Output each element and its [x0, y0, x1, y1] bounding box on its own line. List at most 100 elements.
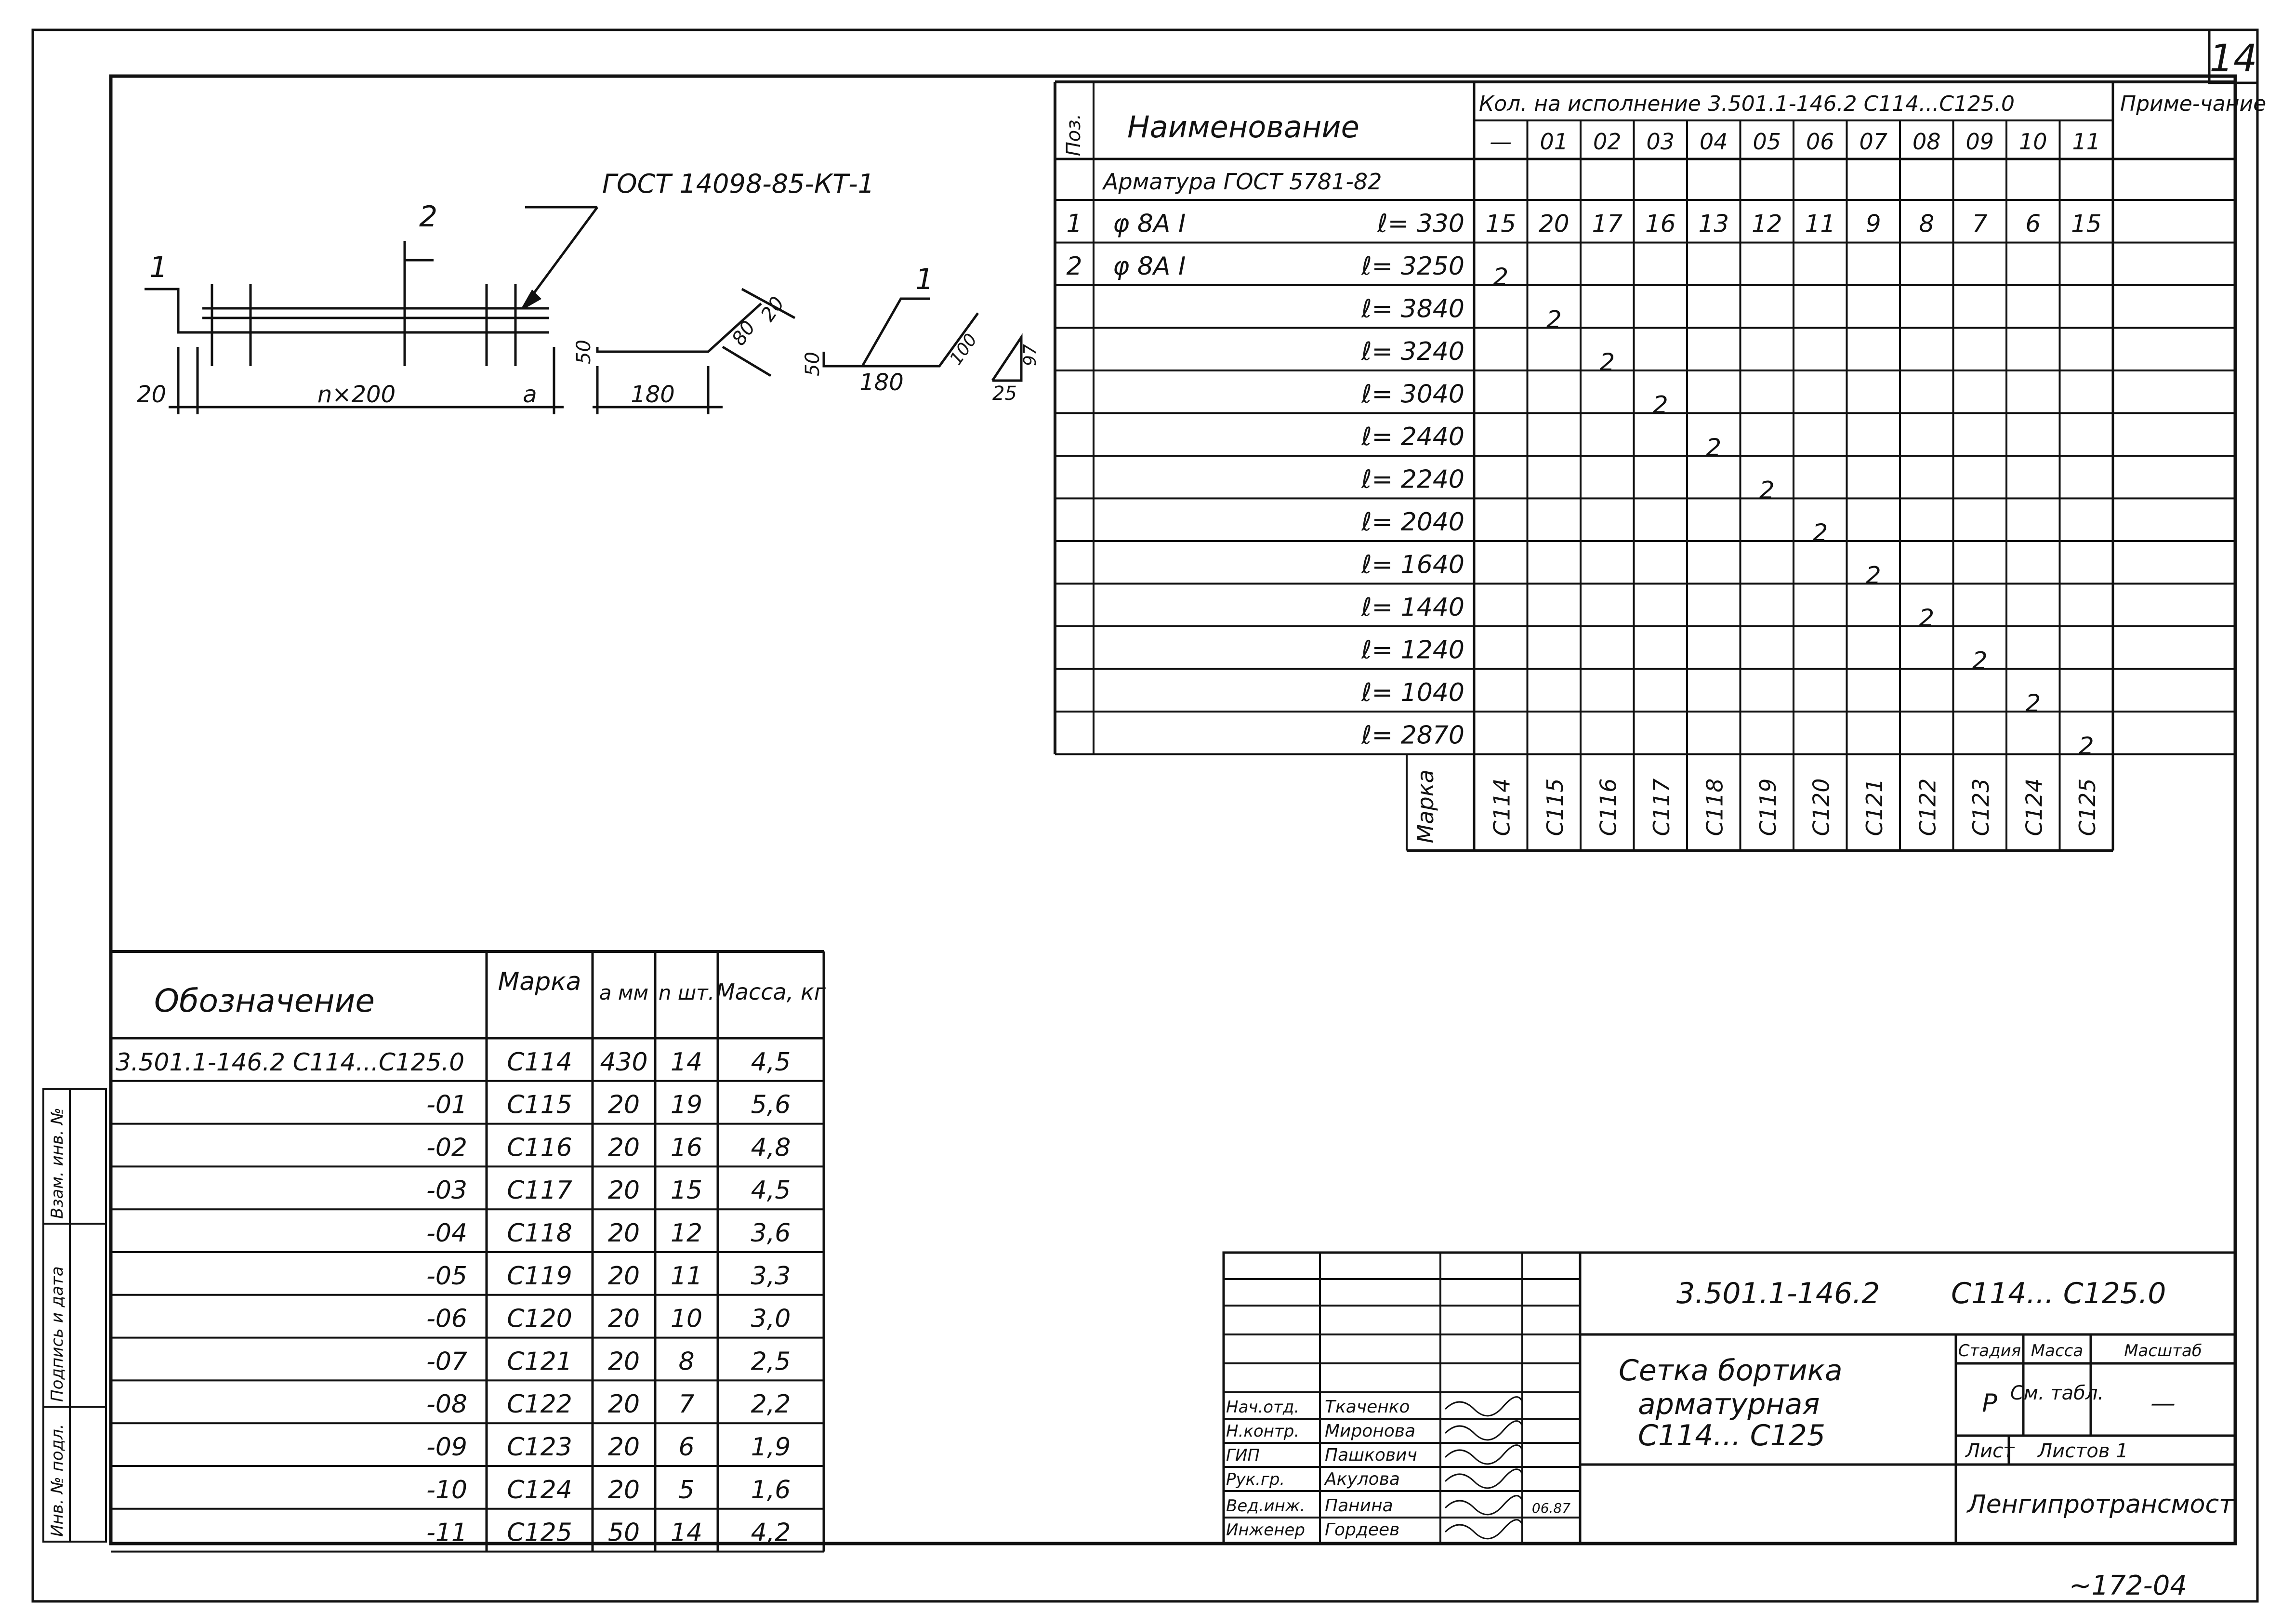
sign-date: 06.87: [1532, 1500, 1570, 1516]
des-row-1: -01: [426, 1091, 467, 1120]
des-mark-10: С124: [507, 1476, 572, 1505]
mark-3: С117: [1649, 779, 1675, 836]
title-block-text: 3.501.1-146.2 С114... С125.0 Сетка борти…: [1532, 1277, 2234, 1519]
dim-20b: 20: [757, 293, 789, 326]
des-row-8: -08: [426, 1390, 467, 1419]
des-mark-6: С120: [507, 1305, 572, 1334]
corner-code: ~172-04: [2069, 1570, 2187, 1601]
title-block: [1222, 1251, 2237, 1545]
side-stamp-2: Подпись и дата: [48, 1266, 67, 1402]
mark-1: С115: [1542, 779, 1568, 836]
qty-0-7: 9: [1866, 210, 1881, 238]
dim-50: 50: [573, 340, 595, 364]
header-pos: Поз.: [1063, 114, 1085, 157]
qty-0-8: 8: [1919, 210, 1934, 238]
doc-code: 3.501.1-146.2: [1676, 1277, 1880, 1310]
rebar-sketch: [145, 206, 1023, 414]
signer-role-0: Нач.отд.: [1226, 1398, 1299, 1417]
dim2-50: 50: [802, 352, 824, 376]
mark-2: С116: [1595, 779, 1621, 836]
qty-2-1: 2: [1546, 306, 1562, 334]
des-a-4: 20: [608, 1219, 640, 1248]
des-a-6: 20: [608, 1305, 640, 1334]
side-stamp: [42, 1088, 107, 1543]
des-a-8: 20: [608, 1390, 640, 1419]
qty-0-5: 12: [1752, 210, 1782, 238]
signer-name-2: Пашкович: [1325, 1445, 1417, 1465]
des-row-10: -10: [426, 1476, 467, 1505]
des-a-1: 20: [608, 1091, 640, 1120]
signer-role-5: Инженер: [1226, 1520, 1305, 1540]
variant-9: 09: [1965, 129, 1994, 155]
gost-label: ГОСТ 14098-85-КТ-1: [602, 169, 874, 199]
des-a-3: 20: [608, 1176, 640, 1205]
row-len-8: ℓ= 1640: [1361, 551, 1464, 580]
des-h-3: n шт.: [659, 981, 714, 1004]
row-len-6: ℓ= 2240: [1361, 465, 1464, 494]
qty-0-9: 7: [1972, 210, 1988, 238]
des-mark-8: С122: [507, 1390, 572, 1419]
signature-5: [1444, 1519, 1523, 1540]
row-len-4: ℓ= 3040: [1361, 380, 1464, 409]
des-mass-10: 1,6: [751, 1476, 791, 1505]
des-h-1: Марка: [498, 967, 581, 996]
row-len-0: ℓ= 330: [1377, 210, 1464, 238]
qty-10-9: 2: [1972, 647, 1988, 675]
des-mass-8: 2,2: [751, 1390, 791, 1419]
signer-role-4: Вед.инж.: [1226, 1496, 1305, 1516]
des-mass-2: 4,8: [751, 1133, 791, 1162]
signer-role-1: Н.контр.: [1226, 1422, 1299, 1441]
header-name: Наименование: [1127, 109, 1359, 145]
des-n-8: 7: [678, 1390, 694, 1419]
des-a-0: 430: [600, 1048, 647, 1077]
variant-4: 04: [1700, 129, 1728, 155]
row-len-7: ℓ= 2040: [1361, 508, 1464, 537]
mark-10: С124: [2021, 779, 2047, 836]
designation-table: [111, 950, 825, 1553]
des-h-0: Обозначение: [154, 982, 375, 1019]
des-mass-5: 3,3: [751, 1262, 791, 1291]
qty-5-4: 2: [1706, 434, 1721, 462]
des-a-10: 20: [608, 1476, 640, 1505]
mass-header: Масса: [2031, 1341, 2083, 1360]
sheet-number: 14: [2209, 37, 2257, 80]
mark-5: С119: [1755, 779, 1781, 836]
des-n-3: 15: [671, 1176, 702, 1205]
des-a-7: 20: [608, 1347, 640, 1376]
row-len-3: ℓ= 3240: [1361, 337, 1464, 366]
des-row-11: -11: [426, 1518, 467, 1547]
qty-0-4: 13: [1698, 210, 1729, 238]
spec-table: [1054, 80, 2237, 852]
dim-a: a: [523, 381, 537, 408]
des-n-1: 19: [671, 1091, 702, 1120]
signer-name-3: Акулова: [1324, 1469, 1400, 1489]
callout-2: 2: [419, 200, 437, 234]
stage-value: Р: [1982, 1389, 1997, 1418]
row-pos-0: 1: [1066, 210, 1082, 238]
qty-0-3: 16: [1645, 210, 1676, 238]
des-n-5: 11: [671, 1262, 702, 1291]
des-row-4: -04: [426, 1219, 467, 1248]
variant-11: 11: [2072, 129, 2100, 155]
mark-11: С125: [2074, 779, 2100, 836]
dim-20: 20: [137, 381, 166, 408]
stage-header: Стадия: [1958, 1341, 2021, 1360]
mark-9: С123: [1968, 779, 1994, 836]
sketch-labels: ГОСТ 14098-85-КТ-1 1 2 1 20 n×200 a 50 1…: [137, 169, 1040, 408]
des-mark-5: С119: [507, 1262, 572, 1291]
row-name-1: φ 8А I: [1113, 252, 1186, 281]
side-stamp-3: Инв. № подл.: [48, 1424, 67, 1537]
des-n-10: 5: [678, 1476, 694, 1505]
header-note: Приме-чание: [2120, 92, 2266, 116]
des-mass-1: 5,6: [751, 1091, 791, 1120]
mark-7: С121: [1861, 779, 1887, 836]
des-n-9: 6: [678, 1433, 694, 1462]
qty-0-11: 15: [2071, 210, 2102, 238]
des-a-5: 20: [608, 1262, 640, 1291]
sheet-header: Лист: [1965, 1440, 2015, 1462]
qty-12-11: 2: [2079, 732, 2094, 760]
signer-name-0: Ткаченко: [1325, 1397, 1410, 1417]
